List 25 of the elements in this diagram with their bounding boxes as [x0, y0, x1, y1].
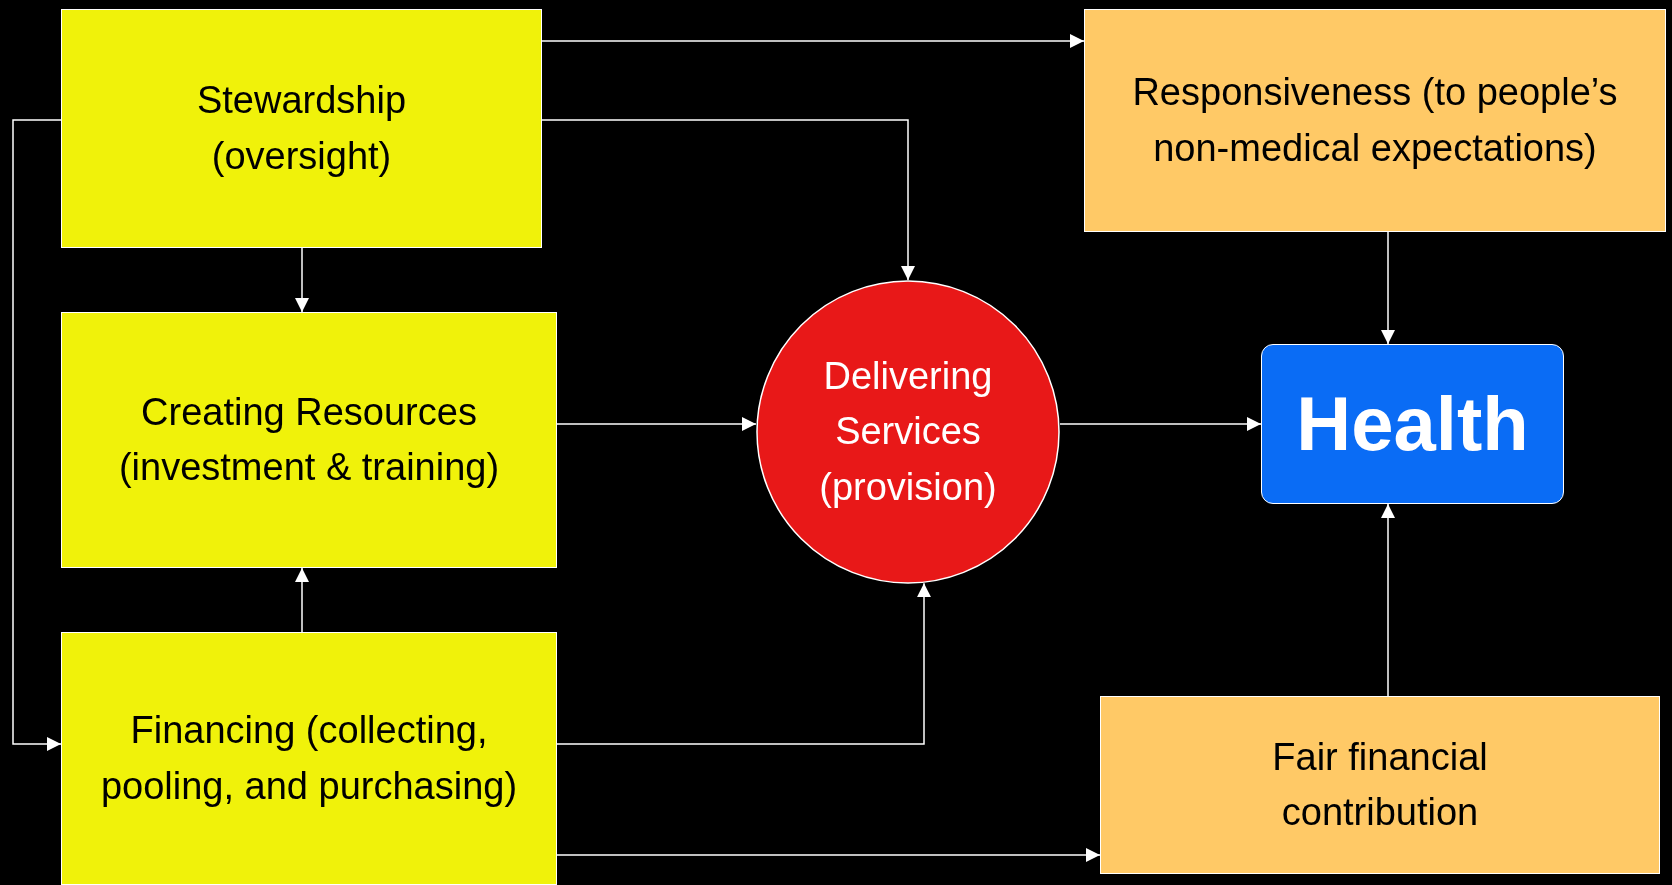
arrow [12, 119, 62, 751]
process-box [1084, 9, 1666, 232]
process-box [61, 9, 542, 248]
process-box [61, 632, 557, 885]
node-label: Financing (collecting, pooling, and purchasing) [99, 708, 519, 809]
arrow [1381, 503, 1395, 697]
arrow [541, 34, 1085, 48]
process-box [61, 312, 557, 568]
arrow [556, 848, 1101, 862]
node-label: Delivering Services (provision) [818, 354, 998, 510]
arrow [1059, 417, 1262, 431]
node-label: Responsiveness (to people’s non-medical expectations) [1131, 70, 1619, 171]
process-circle [756, 280, 1060, 584]
node-label: Creating Resources (investment & training) [117, 389, 501, 490]
node-label: Stewardship (oversight) [195, 78, 408, 179]
arrow [541, 119, 915, 281]
node-label: Fair financial contribution [1271, 734, 1489, 835]
arrow [295, 247, 309, 313]
arrow [556, 582, 931, 745]
arrow [295, 567, 309, 633]
arrow [556, 417, 757, 431]
arrow [1381, 231, 1395, 345]
node-label: Health [1296, 379, 1529, 468]
process-box [1100, 696, 1660, 874]
goal-box [1261, 344, 1564, 504]
